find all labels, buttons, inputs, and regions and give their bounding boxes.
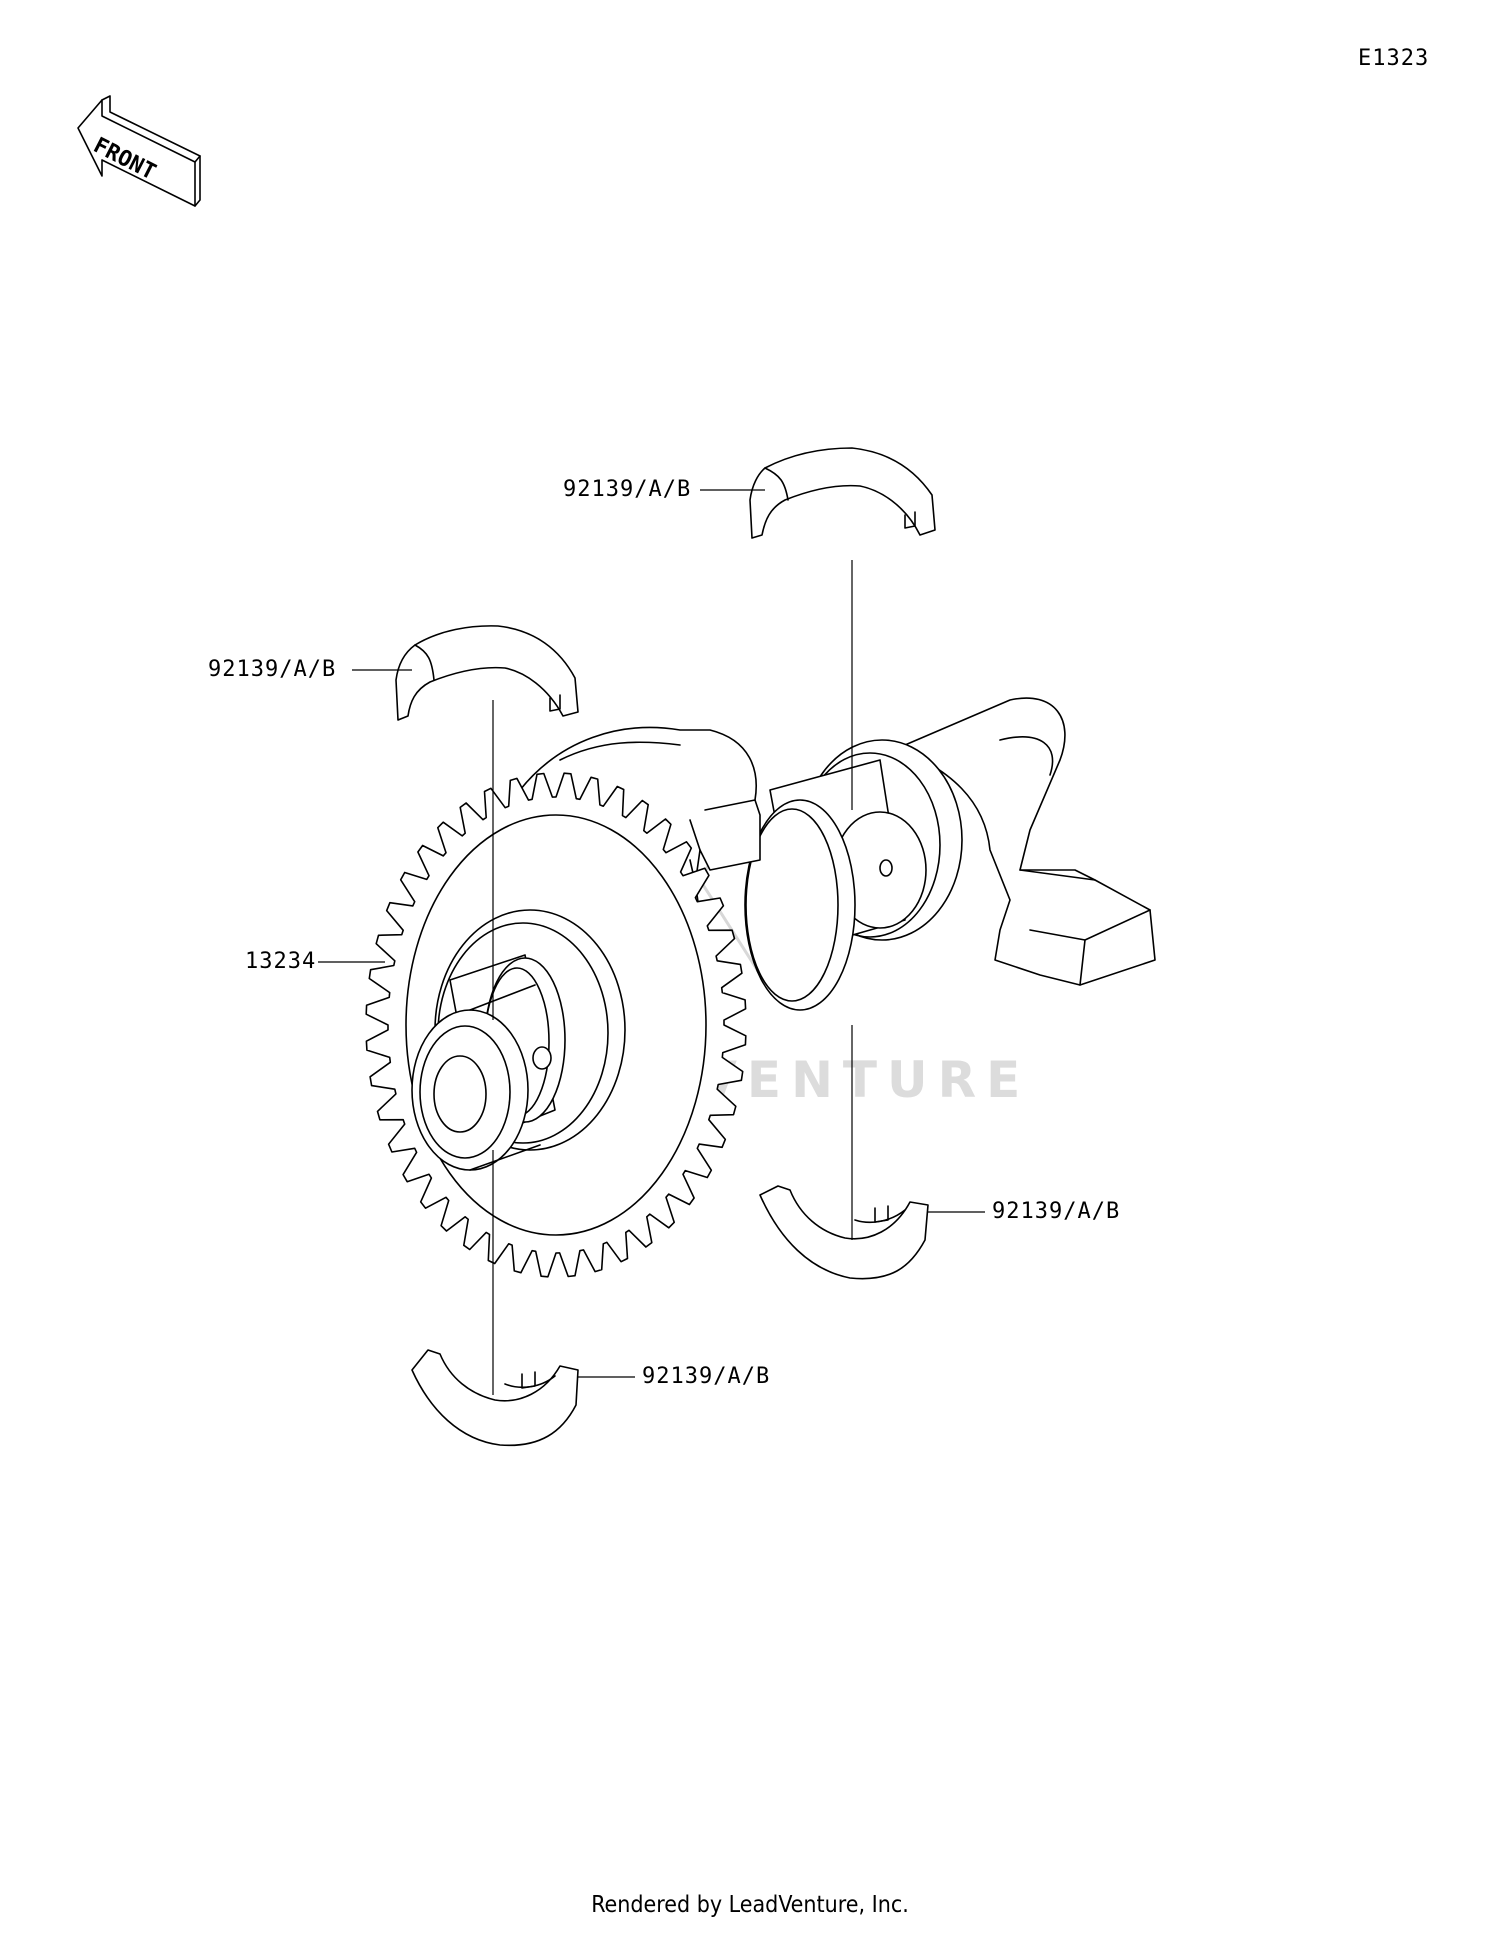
bearing-shell-lower-left bbox=[411, 1349, 579, 1447]
balancer-gear bbox=[365, 772, 747, 1278]
callout-part-number[interactable]: 92139/A/B bbox=[563, 477, 692, 502]
callout-part-number[interactable]: 92139/A/B bbox=[642, 1364, 771, 1389]
footer-credit: Rendered by LeadVenture, Inc. bbox=[591, 1892, 909, 1918]
leader-lines bbox=[318, 489, 985, 1378]
bearing-shell-upper-right bbox=[749, 447, 936, 539]
front-arrow-icon: FRONT bbox=[77, 95, 201, 207]
callout-part-number[interactable]: 92139/A/B bbox=[208, 657, 337, 682]
diagram-id: E1323 bbox=[1358, 46, 1430, 71]
bearing-shell-lower-right bbox=[759, 1185, 929, 1280]
callout-part-number[interactable]: 13234 bbox=[245, 949, 317, 974]
guide-lines bbox=[492, 560, 853, 1395]
callout-part-number[interactable]: 92139/A/B bbox=[992, 1199, 1121, 1224]
bearing-shell-upper-left bbox=[395, 625, 579, 721]
